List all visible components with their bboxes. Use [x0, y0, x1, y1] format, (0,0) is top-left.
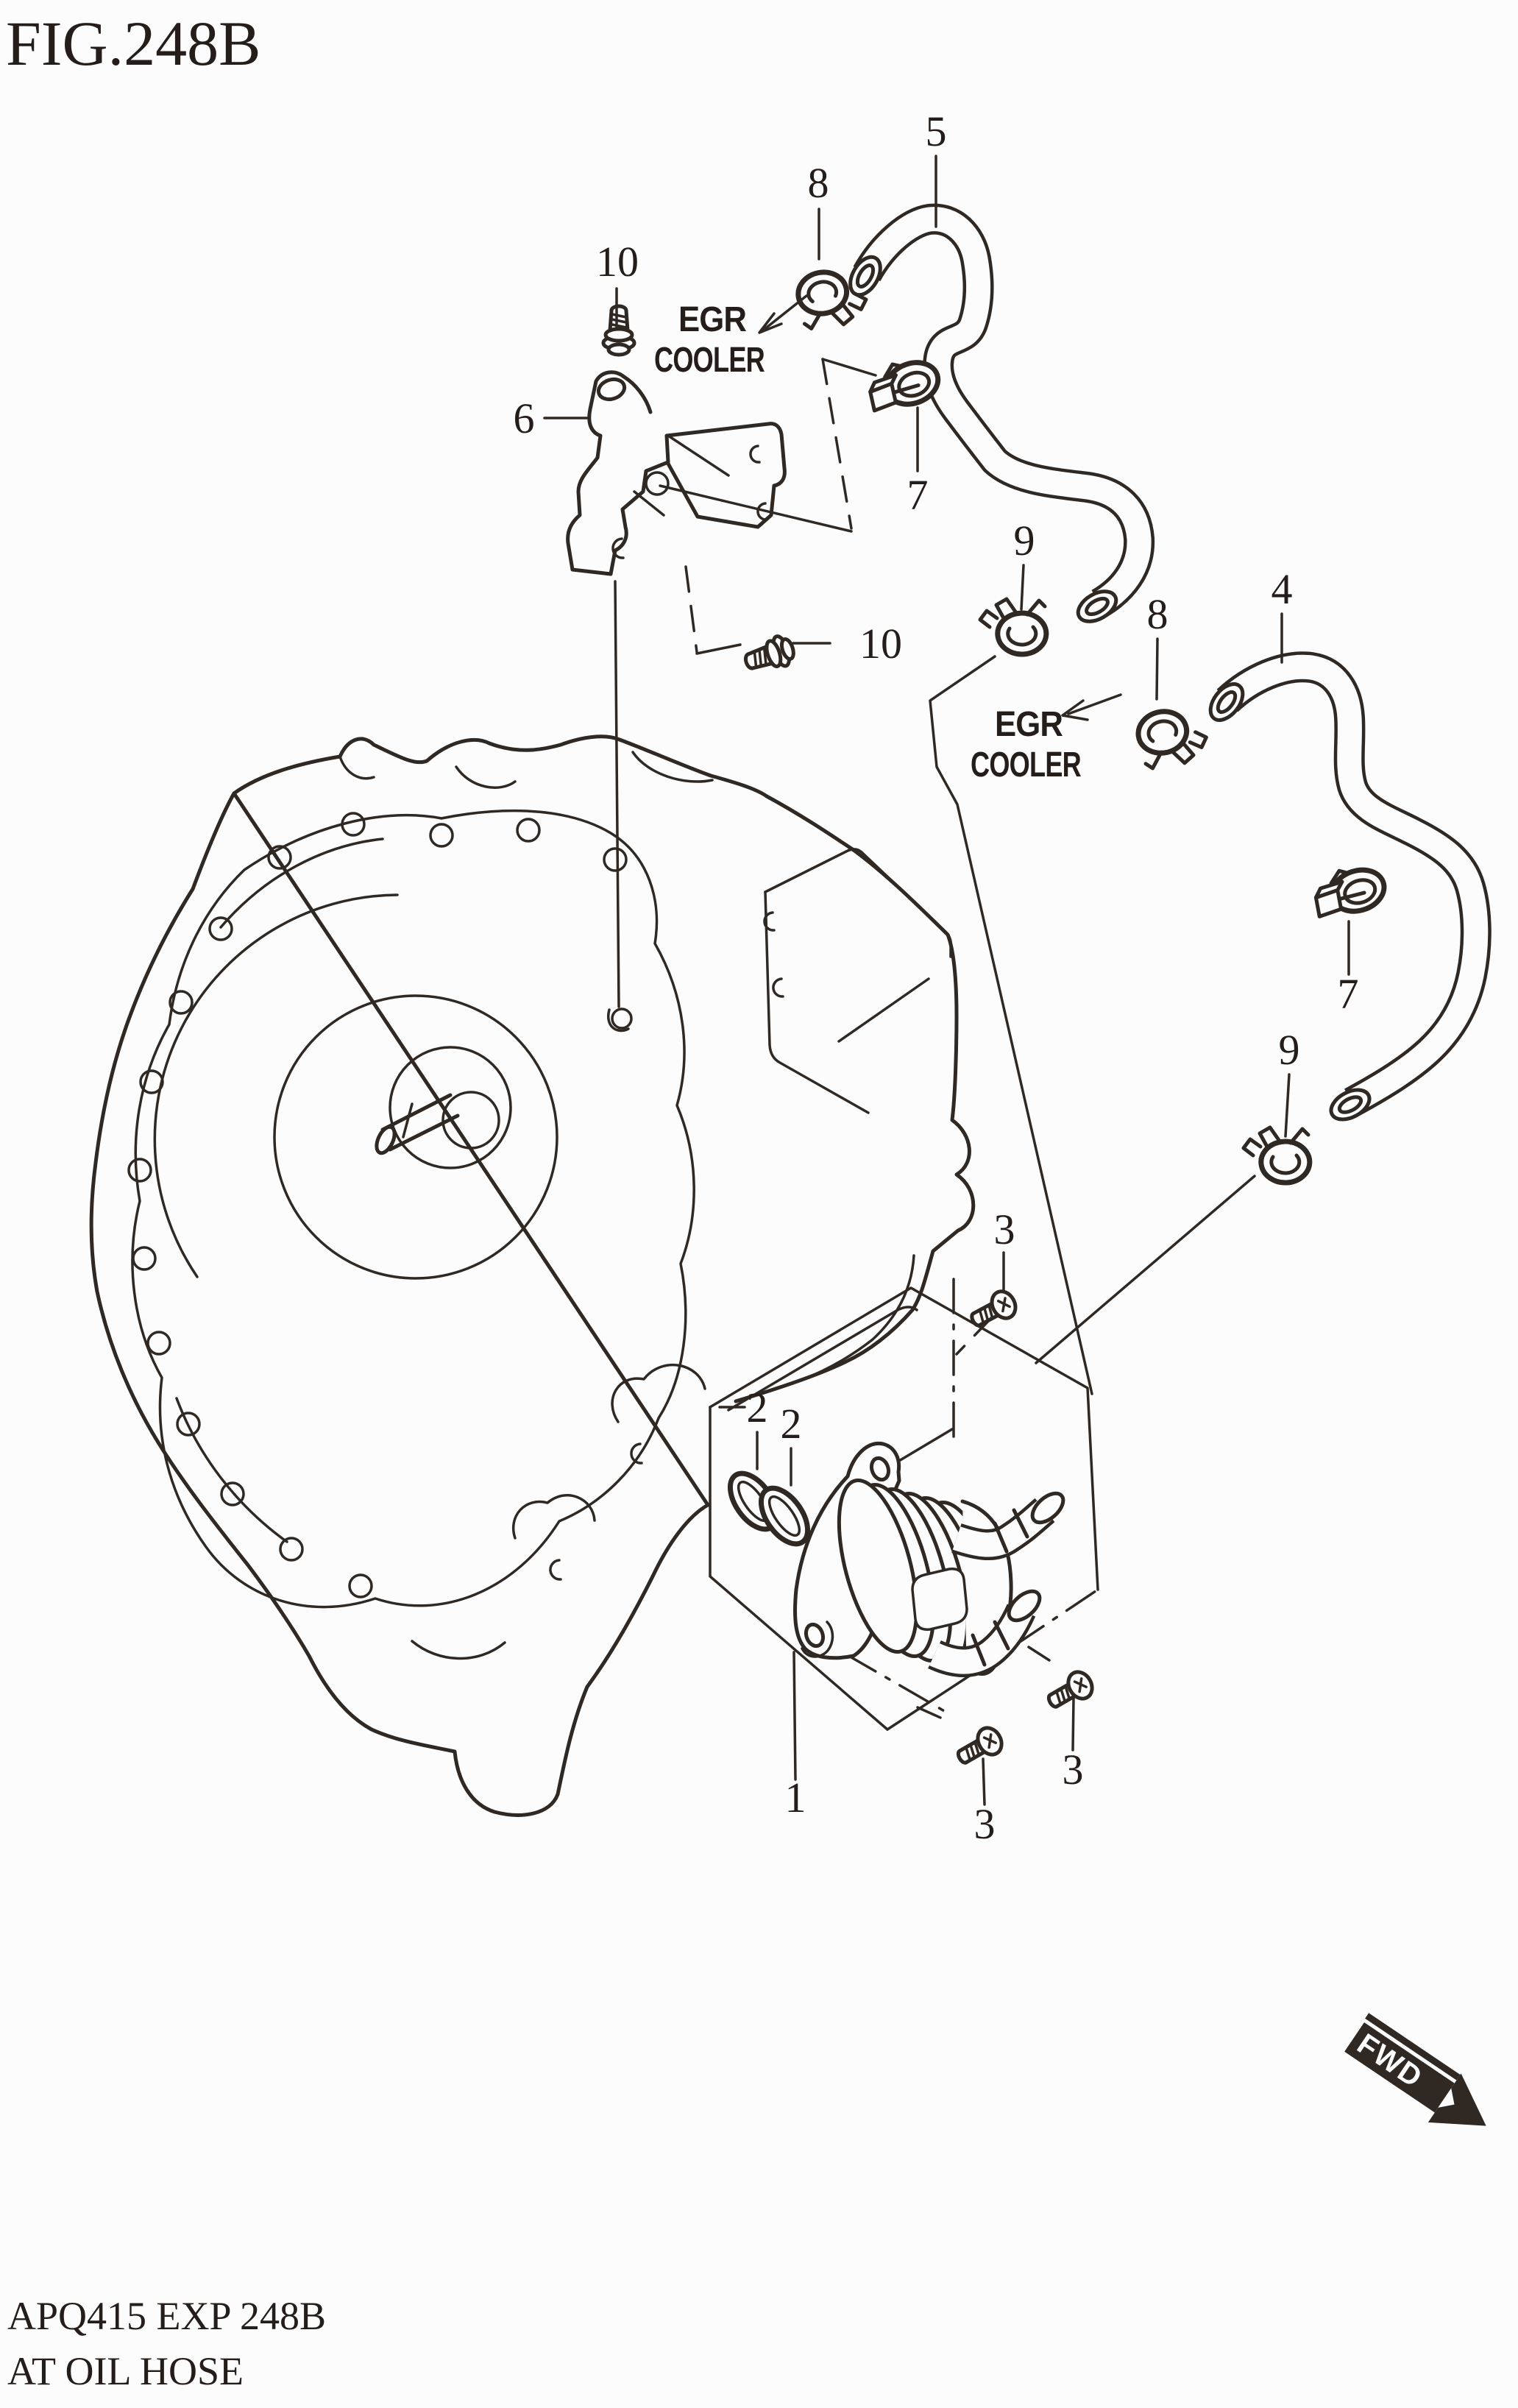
- callout-3c: 3: [1063, 1746, 1084, 1793]
- oil-hose-part5: [848, 203, 1155, 623]
- bracket-part6: [566, 370, 787, 576]
- callout-7a: 7: [907, 471, 929, 519]
- callout-6: 6: [514, 394, 535, 442]
- callout-5: 5: [926, 107, 947, 155]
- callout-10a: 10: [596, 238, 639, 286]
- egr-cooler-label-2: EGR COOLER: [971, 705, 1082, 785]
- transmission-drawing: [89, 734, 976, 1817]
- screw-part3-a: [967, 1287, 1021, 1334]
- callout-8a: 8: [808, 159, 829, 207]
- clamp-part9-a: [980, 599, 1046, 654]
- projection-box: [709, 1278, 1099, 1731]
- callout-3a: 3: [994, 1205, 1015, 1253]
- screw-leader-dashes: [916, 1316, 1051, 1725]
- fwd-arrowhead-icon: [1427, 2073, 1486, 2126]
- egr-label-line1: EGR: [678, 300, 746, 339]
- egr-label-line1: EGR: [995, 705, 1063, 744]
- oil-cooler-part1: [793, 1441, 1065, 1677]
- callout-9a: 9: [1014, 517, 1035, 564]
- fwd-label: FWD: [1352, 2028, 1429, 2094]
- o-rings-part2: [727, 1470, 811, 1547]
- callout-8b: 8: [1147, 590, 1168, 638]
- callout-7b: 7: [1338, 970, 1359, 1018]
- screw-part3-b: [953, 1724, 1007, 1771]
- footer-title: AT OIL HOSE: [7, 2349, 244, 2393]
- callout-leaders: [543, 155, 1350, 1806]
- fwd-banner-edge: [1365, 2013, 1461, 2081]
- callout-3b: 3: [974, 1800, 996, 1848]
- bolt-part10-b: [742, 633, 798, 677]
- fwd-banner-face: [1344, 2022, 1455, 2113]
- egr-label-line2: COOLER: [971, 746, 1081, 785]
- callout-9b: 9: [1279, 1026, 1300, 1074]
- clamp-part7-b: [1314, 863, 1391, 919]
- egr-arrow-2: [1061, 693, 1122, 721]
- callout-2b: 2: [781, 1400, 802, 1448]
- bolt-part10-a: [603, 306, 634, 355]
- egr-cooler-label-1: EGR COOLER: [654, 300, 765, 380]
- construction-lines: [606, 358, 1256, 1395]
- figure-title: FIG.248B: [6, 8, 260, 79]
- clamp-part9-b: [1244, 1127, 1310, 1183]
- callout-4: 4: [1271, 565, 1293, 613]
- fwd-arrow-notch: [1438, 2088, 1455, 2108]
- callout-2a: 2: [747, 1384, 768, 1431]
- footer-code: APQ415 EXP 248B: [7, 2294, 326, 2338]
- oil-hose-part4: [1208, 651, 1492, 1122]
- callout-10b: 10: [859, 620, 902, 667]
- callout-1: 1: [785, 1774, 806, 1821]
- clamp-part8-b: [1135, 704, 1210, 771]
- egr-label-line2: COOLER: [654, 341, 765, 380]
- fwd-marker: FWD: [1344, 2013, 1486, 2126]
- egr-arrow-1: [758, 294, 808, 334]
- screw-part3-c: [1043, 1668, 1097, 1715]
